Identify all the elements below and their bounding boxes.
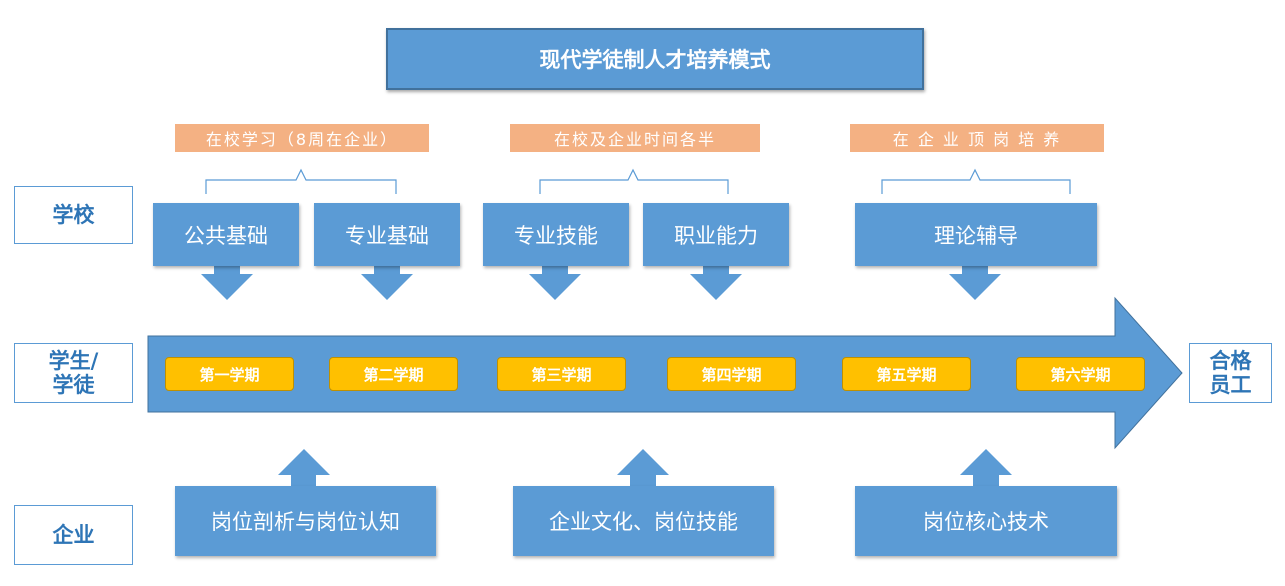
brace-phase-2 [539,168,729,194]
enterprise-box-culture-skills: 企业文化、岗位技能 [513,486,774,556]
school-box-theory-guidance: 理论辅导 [855,203,1097,266]
brace-phase-1 [205,168,397,194]
down-arrow [529,266,581,300]
main-timeline-arrow [147,296,1183,450]
up-arrow [960,449,1012,486]
up-arrow [617,449,669,486]
semester-4: 第四学期 [667,357,796,391]
result-qualified-employee: 合格 员工 [1189,343,1272,403]
school-box-professional-foundation: 专业基础 [314,203,460,266]
row-label-student-line2: 学徒 [52,373,95,397]
row-label-school: 学校 [14,186,133,244]
down-arrow [690,266,742,300]
semester-1: 第一学期 [165,357,294,391]
diagram-title: 现代学徒制人才培养模式 [386,28,924,90]
result-line2: 员工 [1209,373,1252,397]
row-label-student: 学生/ 学徒 [14,343,133,403]
phase-label-3: 在 企 业 顶 岗 培 养 [850,124,1104,152]
up-arrow [278,449,330,486]
brace-phase-3 [881,168,1071,194]
down-arrow [361,266,413,300]
down-arrow [201,266,253,300]
semester-6: 第六学期 [1016,357,1145,391]
semester-2: 第二学期 [329,357,458,391]
school-box-professional-skills: 专业技能 [483,203,629,266]
semester-3: 第三学期 [497,357,626,391]
result-line1: 合格 [1209,348,1252,373]
school-box-vocational-ability: 职业能力 [643,203,789,266]
phase-label-2: 在校及企业时间各半 [510,124,760,152]
phase-label-1: 在校学习（8周在企业） [175,124,429,152]
enterprise-box-core-tech: 岗位核心技术 [855,486,1117,556]
semester-5: 第五学期 [842,357,971,391]
enterprise-box-job-analysis: 岗位剖析与岗位认知 [175,486,436,556]
row-label-enterprise: 企业 [14,505,133,565]
down-arrow [949,266,1001,300]
school-box-public-foundation: 公共基础 [153,203,299,266]
row-label-student-line1: 学生/ [48,348,99,373]
